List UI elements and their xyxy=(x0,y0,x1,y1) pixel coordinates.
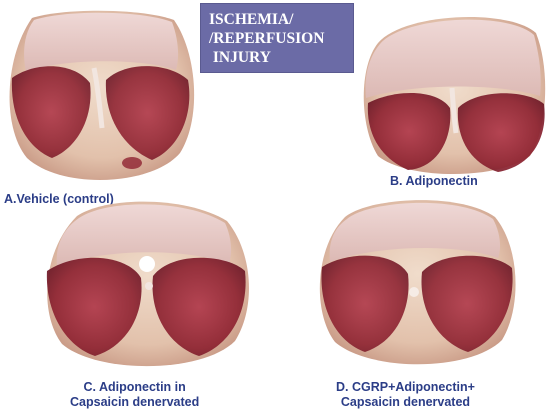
specimen-c-image xyxy=(46,201,249,367)
caption-a-line-1: A.Vehicle (control) xyxy=(4,192,114,206)
title-line-1: ISCHEMIA/ xyxy=(209,11,294,28)
title-box: ISCHEMIA/ /REPERFUSION INJURY xyxy=(200,3,354,73)
caption-b-line-1: B. Adiponectin xyxy=(390,174,478,188)
title-line-2: /REPERFUSION xyxy=(209,30,325,47)
caption-d: D. CGRP+Adiponectin+ Capsaicin denervate… xyxy=(336,380,475,410)
caption-b: B. Adiponectin xyxy=(390,174,478,189)
caption-c: C. Adiponectin in Capsaicin denervated xyxy=(70,380,199,410)
title-line-3: INJURY xyxy=(209,49,271,66)
specimen-d-image xyxy=(319,200,516,365)
caption-d-line-2: Capsaicin denervated xyxy=(340,395,471,409)
specimen-a-image xyxy=(9,10,195,180)
specimen-b-image xyxy=(363,16,546,175)
caption-c-line-2: Capsaicin denervated xyxy=(70,395,200,409)
caption-c-line-1: C. Adiponectin in xyxy=(83,380,186,394)
caption-d-line-1: D. CGRP+Adiponectin+ xyxy=(336,380,475,394)
caption-a: A.Vehicle (control) xyxy=(4,192,114,207)
